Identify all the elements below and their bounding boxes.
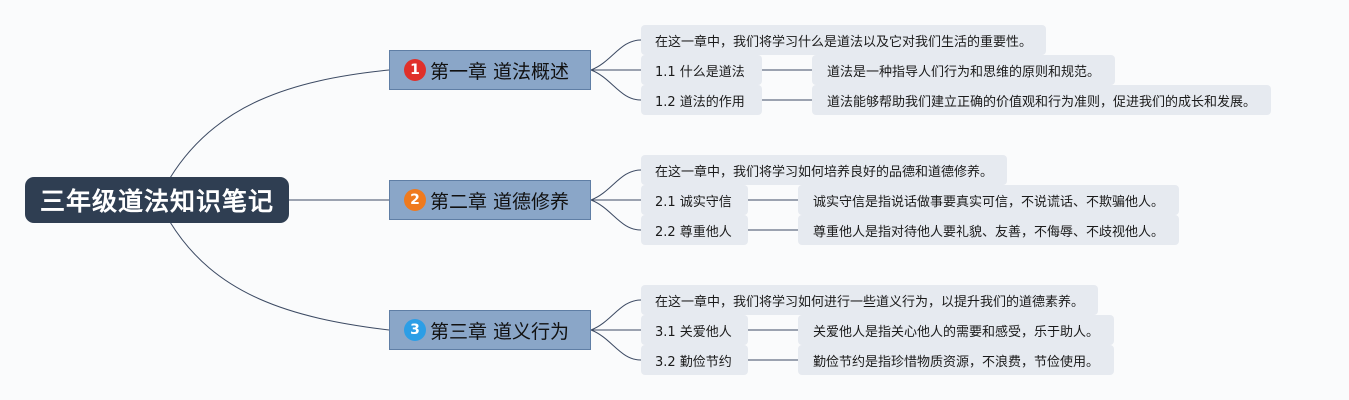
chapter-3-number-badge: 3 — [404, 319, 426, 341]
chapter-3-subtopic-2-detail[interactable]: 勤俭节约是指珍惜物质资源，不浪费，节俭使用。 — [798, 345, 1115, 375]
chapter-3-subtopic-1[interactable]: 3.1 关爱他人 — [641, 315, 748, 345]
subtopic-detail-text: 尊重他人是指对待他人要礼貌、友善，不侮辱、不歧视他人。 — [813, 224, 1165, 240]
subtopic-detail-text: 道法能够帮助我们建立正确的价值观和行为准则，促进我们的成长和发展。 — [827, 94, 1257, 110]
connector-root-ch3 — [169, 221, 390, 331]
chapter-1-subtopic-1-detail[interactable]: 道法是一种指导人们行为和思维的原则和规范。 — [812, 55, 1116, 85]
connector-ch3-intro — [590, 299, 642, 331]
root-topic[interactable]: 三年级道法知识笔记 — [25, 177, 289, 223]
chapter-1-subtopic-2-detail[interactable]: 道法能够帮助我们建立正确的价值观和行为准则，促进我们的成长和发展。 — [812, 85, 1272, 115]
subtopic-label: 2.2 尊重他人 — [655, 224, 732, 240]
chapter-3-title: 第三章 道义行为 — [430, 320, 570, 343]
chapter-1-intro[interactable]: 在这一章中，我们将学习什么是道法以及它对我们生活的重要性。 — [641, 25, 1047, 55]
subtopic-detail-text: 关爱他人是指关心他人的需要和感受，乐于助人。 — [813, 324, 1100, 340]
subtopic-label: 1.1 什么是道法 — [655, 64, 745, 80]
connector-ch3-sub2 — [590, 329, 642, 361]
chapter-2-title: 第二章 道德修养 — [430, 190, 570, 213]
connector-ch1-sub2 — [590, 69, 642, 101]
chapter-2-intro[interactable]: 在这一章中，我们将学习如何培养良好的品德和道德修养。 — [641, 155, 1008, 185]
subtopic-label: 3.2 勤俭节约 — [655, 354, 732, 370]
connector-root-ch1 — [169, 69, 390, 179]
subtopic-detail-text: 勤俭节约是指珍惜物质资源，不浪费，节俭使用。 — [813, 354, 1100, 370]
chapter-2-subtopic-2-detail[interactable]: 尊重他人是指对待他人要礼貌、友善，不侮辱、不歧视他人。 — [798, 215, 1180, 245]
subtopic-detail-text: 道法是一种指导人们行为和思维的原则和规范。 — [827, 64, 1101, 80]
chapter-3-intro[interactable]: 在这一章中，我们将学习如何进行一些道义行为，以提升我们的道德素养。 — [641, 285, 1099, 315]
connector-ch2-intro — [590, 169, 642, 201]
chapter-1-number-badge: 1 — [404, 59, 426, 81]
chapter-1-intro-text: 在这一章中，我们将学习什么是道法以及它对我们生活的重要性。 — [655, 34, 1033, 50]
subtopic-label: 2.1 诚实守信 — [655, 194, 732, 210]
chapter-2-intro-text: 在这一章中，我们将学习如何培养良好的品德和道德修养。 — [655, 164, 994, 180]
chapter-3-node[interactable]: 3 第三章 道义行为 — [389, 310, 591, 350]
connector-ch2-sub2 — [590, 199, 642, 231]
chapter-2-subtopic-1[interactable]: 2.1 诚实守信 — [641, 185, 748, 215]
chapter-1-subtopic-2[interactable]: 1.2 道法的作用 — [641, 85, 762, 115]
connector-ch1-intro — [590, 39, 642, 71]
chapter-3-subtopic-2[interactable]: 3.2 勤俭节约 — [641, 345, 748, 375]
chapter-1-title: 第一章 道法概述 — [430, 60, 570, 83]
chapter-2-subtopic-1-detail[interactable]: 诚实守信是指说话做事要真实可信，不说谎话、不欺骗他人。 — [798, 185, 1180, 215]
chapter-3-intro-text: 在这一章中，我们将学习如何进行一些道义行为，以提升我们的道德素养。 — [655, 294, 1085, 310]
subtopic-label: 3.1 关爱他人 — [655, 324, 732, 340]
subtopic-detail-text: 诚实守信是指说话做事要真实可信，不说谎话、不欺骗他人。 — [813, 194, 1165, 210]
subtopic-label: 1.2 道法的作用 — [655, 94, 745, 110]
chapter-2-node[interactable]: 2 第二章 道德修养 — [389, 180, 591, 220]
chapter-1-subtopic-1[interactable]: 1.1 什么是道法 — [641, 55, 762, 85]
root-title: 三年级道法知识笔记 — [39, 187, 274, 216]
chapter-2-subtopic-2[interactable]: 2.2 尊重他人 — [641, 215, 748, 245]
chapter-3-subtopic-1-detail[interactable]: 关爱他人是指关心他人的需要和感受，乐于助人。 — [798, 315, 1115, 345]
chapter-1-node[interactable]: 1 第一章 道法概述 — [389, 50, 591, 90]
chapter-2-number-badge: 2 — [404, 189, 426, 211]
